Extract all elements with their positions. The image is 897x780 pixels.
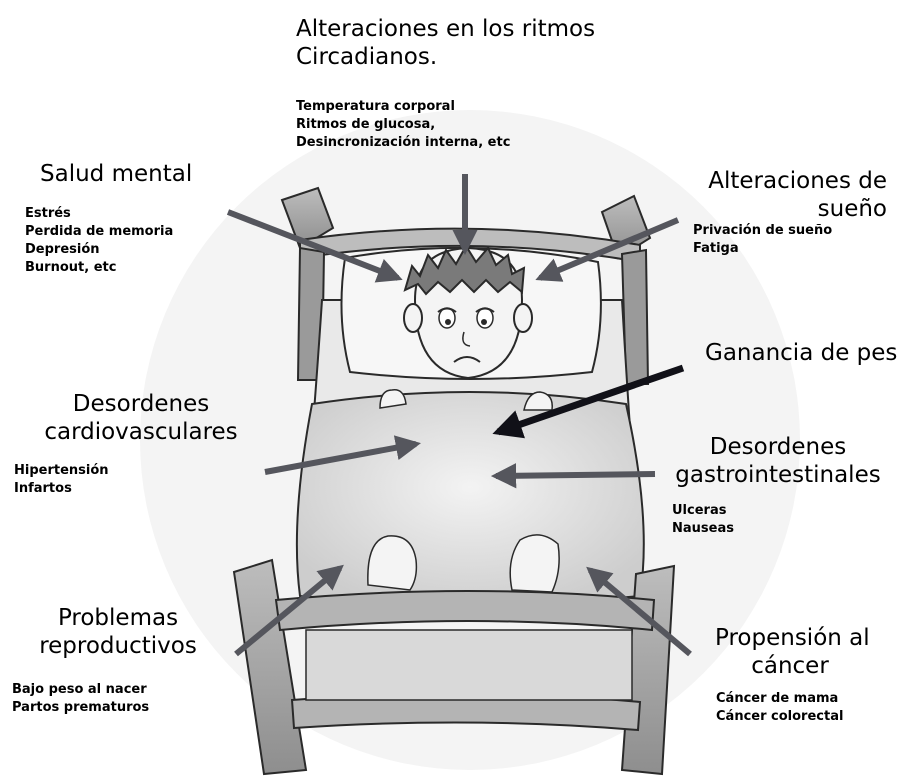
gastro-items: Ulceras Nauseas xyxy=(672,502,734,538)
arrow-gastro xyxy=(496,474,655,476)
gastro-title: Desordenes gastrointestinales xyxy=(662,433,894,489)
cardio-items: Hipertensión Infartos xyxy=(14,462,109,498)
mental-health-title: Salud mental xyxy=(40,160,192,188)
weight-title: Ganancia de peso xyxy=(705,339,897,367)
cardio-title: Desordenes cardiovasculares xyxy=(26,390,256,446)
cancer-items: Cáncer de mama Cáncer colorectal xyxy=(716,690,843,726)
mental-health-items: Estrés Perdida de memoria Depresión Burn… xyxy=(25,205,173,277)
circadian-items: Temperatura corporal Ritmos de glucosa, … xyxy=(296,98,510,152)
reproductive-title: Problemas reproductivos xyxy=(28,604,208,660)
sleep-items: Privación de sueño Fatiga xyxy=(693,222,832,258)
cancer-title: Propensión al cáncer xyxy=(715,624,865,680)
circadian-title: Alteraciones en los ritmos Circadianos. xyxy=(296,15,595,71)
sleep-title: Alteraciones de sueño xyxy=(708,167,887,223)
reproductive-items: Bajo peso al nacer Partos prematuros xyxy=(12,681,149,717)
